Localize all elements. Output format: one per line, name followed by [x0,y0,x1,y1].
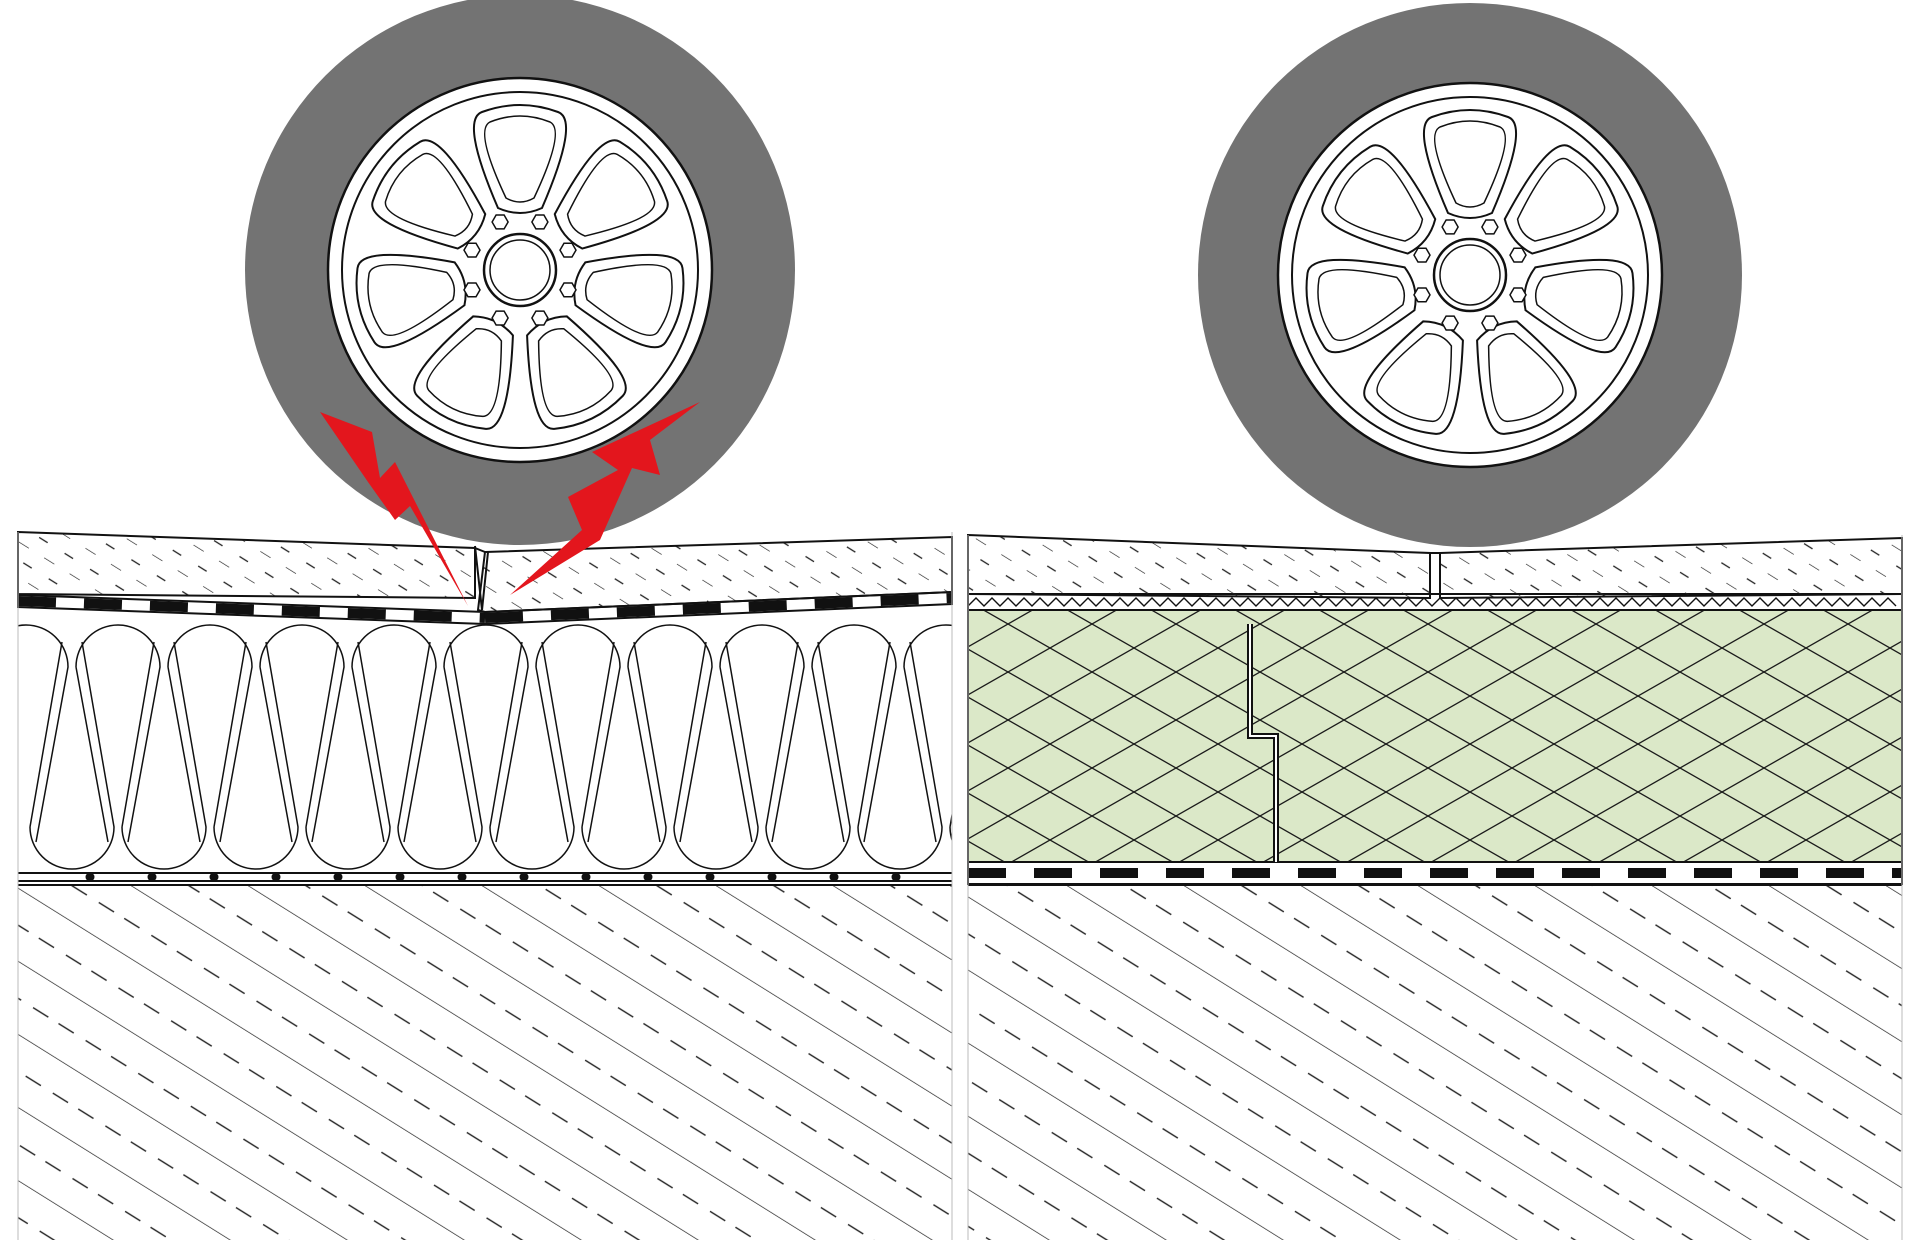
left-screed-slab [17,530,953,614]
wool-lobe [903,624,952,843]
wool-lobe [581,641,667,870]
barrier-dot [829,872,839,882]
crack-line [474,545,489,611]
spoke-window [371,139,487,250]
right-screed-slab [967,533,1903,600]
right-waterproofing-membrane [967,861,1903,885]
spoke-window [526,315,627,430]
spoke-window [1503,144,1619,255]
wool-lobe [811,624,897,843]
wool-lobe [121,641,207,870]
barrier-dot [891,872,901,882]
lug-nut [1413,287,1431,303]
wool-lobe [18,624,69,843]
spoke-window [1363,320,1464,435]
barrier-dot [271,872,281,882]
wool-lobe [673,641,759,870]
hub [1432,237,1508,313]
lug-nut [1509,287,1527,303]
barrier-dot [333,872,343,882]
spoke-window [472,104,568,214]
lug-nut [531,214,549,230]
lug-nut [531,310,549,326]
warning-bolts [320,402,700,606]
right-panel [967,533,1903,1240]
lug-nut [491,214,509,230]
spoke-window [1523,258,1635,354]
wool-lobe [397,641,483,870]
rim-inner [341,91,699,449]
spoke-window [413,315,514,430]
lightning-bolt-icon [510,402,700,595]
wool-lobe [75,624,161,843]
barrier-dot [209,872,219,882]
wool-lobe [213,641,299,870]
lug-nut [1509,247,1527,263]
wool-lobe [765,641,851,870]
barrier-dot [147,872,157,882]
wool-lobe [489,641,575,870]
spoke-window [553,139,669,250]
spoke-window [355,253,467,349]
barrier-dot [767,872,777,882]
rim-inner [1291,96,1649,454]
wool-lobe [29,641,115,870]
spoke-window [1305,258,1417,354]
right-wheel [1198,3,1742,547]
rim [326,76,714,464]
spoke-window [1321,144,1437,255]
lightning-bolt-icon [320,412,468,606]
wool-lobe [719,624,805,843]
barrier-dot [581,872,591,882]
lug-nut [1441,219,1459,235]
hub [482,232,558,308]
wool-lobe [259,624,345,843]
lug-nut [463,242,481,258]
rim [1276,81,1664,469]
lug-nut [559,242,577,258]
right-separation-layer [967,593,1903,611]
right-concrete-base [968,885,1902,1240]
wool-lobe [535,624,621,843]
barrier-dot [457,872,467,882]
left-wheel [245,0,795,545]
wool-lobe [627,624,713,843]
wool-lobe [305,641,391,870]
left-mineral-wool-insulation [18,612,952,870]
lug-nut [559,282,577,298]
left-vapour-barrier [18,872,952,882]
wool-lobe [167,624,253,843]
wool-lobe [857,641,943,870]
lug-nut [1481,315,1499,331]
spoke-window [1422,109,1518,219]
wool-lobe [443,624,529,843]
spoke-window [1476,320,1577,435]
lug-nut [491,310,509,326]
left-concrete-base [18,885,952,1240]
spoke-window [573,253,685,349]
wool-lobe [351,624,437,843]
barrier-dot [519,872,529,882]
lug-nut [1441,315,1459,331]
lug-nut [463,282,481,298]
barrier-dot [395,872,405,882]
barrier-dot [705,872,715,882]
barrier-dot [643,872,653,882]
right-rigid-board-insulation [967,609,1903,863]
left-panel [17,530,953,1240]
lug-nut [1481,219,1499,235]
lug-nut [1413,247,1431,263]
barrier-dot [85,872,95,882]
